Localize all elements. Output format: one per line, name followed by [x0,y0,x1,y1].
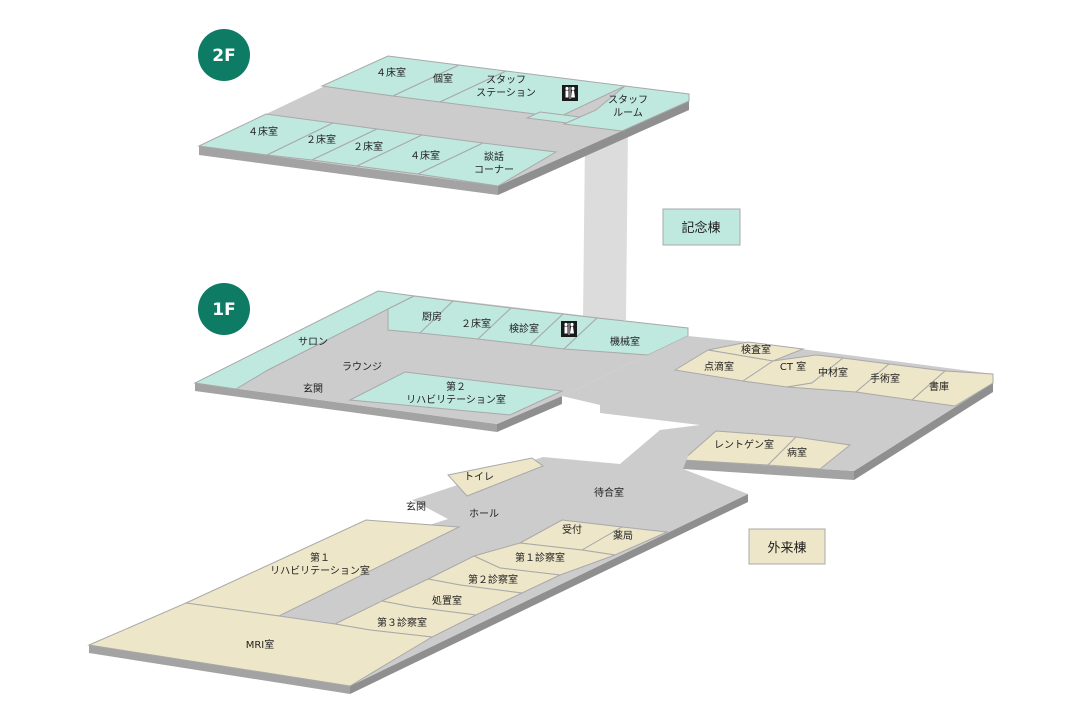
label-1f-salon: サロン [298,336,328,348]
floor-badge-1f: 1F [198,283,250,335]
label-2f-talk-1: 談話 [484,150,504,163]
label-east-supply: 中材室 [818,366,848,379]
slab-east-edge-right [854,383,993,480]
slab-main-edge-right [350,494,748,694]
label-2f-private: 個室 [433,72,453,85]
restroom-icon [562,85,578,101]
restroom-icon [561,321,577,337]
slab-1f-edge [195,383,497,432]
room-1f-rehab2 [348,371,564,416]
label-main-reception: 受付 [562,523,582,536]
label-main-rehab1-2: リハビリテーション室 [270,564,370,577]
label-east-inspection: 検査室 [741,343,771,356]
slab-2f-edge [199,146,498,195]
label-main-waiting: 待合室 [594,486,624,499]
label-2f-talk-2: コーナー [474,164,514,176]
room-2f-staff-room [562,85,690,132]
label-east-ct: CT 室 [780,360,806,373]
slab-1f-edge-right [497,396,562,432]
label-main-entrance: 玄関 [406,500,426,513]
rooms-1f [193,290,689,416]
room-east-supply [786,357,891,393]
room-2f-talk-corner [416,142,558,187]
label-2f-staff-station-2: ステーション [476,88,536,99]
floor-2f: ４床室 個室 スタッフ ステーション スタッフ ルーム ４床室 ２床室 ２床室 … [197,55,690,195]
slab-main-edge [89,645,350,694]
labels-main: トイレ 玄関 ホール 待合室 受付 薬局 第１診察室 第２診察室 処置室 第３診… [246,472,633,651]
legend-outpatient-label: 外来棟 [767,541,806,556]
label-2f-bed4-south: ４床室 [248,125,278,138]
label-1f-rehab2-1: 第２ [446,380,466,393]
label-east-library: 書庫 [929,380,949,393]
label-east-xray: レントゲン室 [714,438,774,451]
labels-2f: ４床室 個室 スタッフ ステーション スタッフ ルーム ４床室 ２床室 ２床室 … [248,66,648,176]
label-1f-bed2: ２床室 [461,317,491,330]
floor-1f: サロン ラウンジ 玄関 厨房 ２床室 検診室 機械室 第２ リハビリテーション室 [193,290,689,432]
room-main-toilet [447,457,545,497]
room-1f-kitchen [387,295,455,334]
label-main-pharmacy: 薬局 [613,530,633,542]
label-2f-staff-room-1: スタッフ [608,94,648,106]
label-1f-machine: 機械室 [610,335,640,348]
outpatient-main: トイレ 玄関 ホール 待合室 受付 薬局 第１診察室 第２診察室 処置室 第３診… [87,425,748,694]
floor-badge-2f-label: 2F [212,46,235,66]
rooms-main [87,457,669,687]
rooms-east [673,341,994,470]
label-2f-staff-station-1: スタッフ [486,74,526,86]
label-main-clinic3: 第３診察室 [377,616,427,629]
legend-outpatient: 外来棟 [748,528,826,565]
room-main-mri [87,602,434,687]
label-main-toilet: トイレ [464,472,494,483]
slab-2f-edge-right [498,101,689,195]
label-1f-exam: 検診室 [509,322,539,335]
rooms-2f [197,55,690,187]
labels-east: 検査室 点滴室 CT 室 中材室 手術室 書庫 レントゲン室 病室 [704,343,949,459]
label-east-drip: 点滴室 [704,360,734,373]
outpatient-east-wing: 検査室 点滴室 CT 室 中材室 手術室 書庫 レントゲン室 病室 [562,336,994,480]
label-main-treatment: 処置室 [432,594,462,607]
label-main-mri: MRI室 [246,638,275,651]
room-east-library [910,370,994,407]
label-main-hall: ホール [469,508,499,520]
label-1f-rehab2-2: リハビリテーション室 [406,393,506,406]
slab-east-edge [683,460,854,480]
legend-memorial: 記念棟 [662,208,741,246]
label-1f-entrance: 玄関 [303,382,323,395]
floor-badge-1f-label: 1F [212,300,235,320]
label-2f-staff-room-2: ルーム [613,107,643,119]
floor-badge-2f: 2F [198,29,250,81]
label-1f-kitchen: 厨房 [422,310,442,323]
label-2f-bed2-b: ２床室 [353,140,383,153]
label-main-clinic2: 第２診察室 [468,573,518,586]
room-east-ward [766,436,852,470]
label-2f-bed2-a: ２床室 [306,133,336,146]
label-east-ward: 病室 [787,446,807,459]
label-1f-lounge: ラウンジ [342,361,382,373]
label-main-rehab1-1: 第１ [310,551,330,564]
labels-1f: サロン ラウンジ 玄関 厨房 ２床室 検診室 機械室 第２ リハビリテーション室 [298,310,640,406]
elevator-shaft [583,128,628,320]
label-2f-bed4-north: ４床室 [376,66,406,79]
label-east-operating: 手術室 [870,372,900,385]
legend-memorial-label: 記念棟 [681,220,720,236]
label-main-clinic1: 第１診察室 [515,551,565,564]
label-2f-bed4-c: ４床室 [410,149,440,162]
